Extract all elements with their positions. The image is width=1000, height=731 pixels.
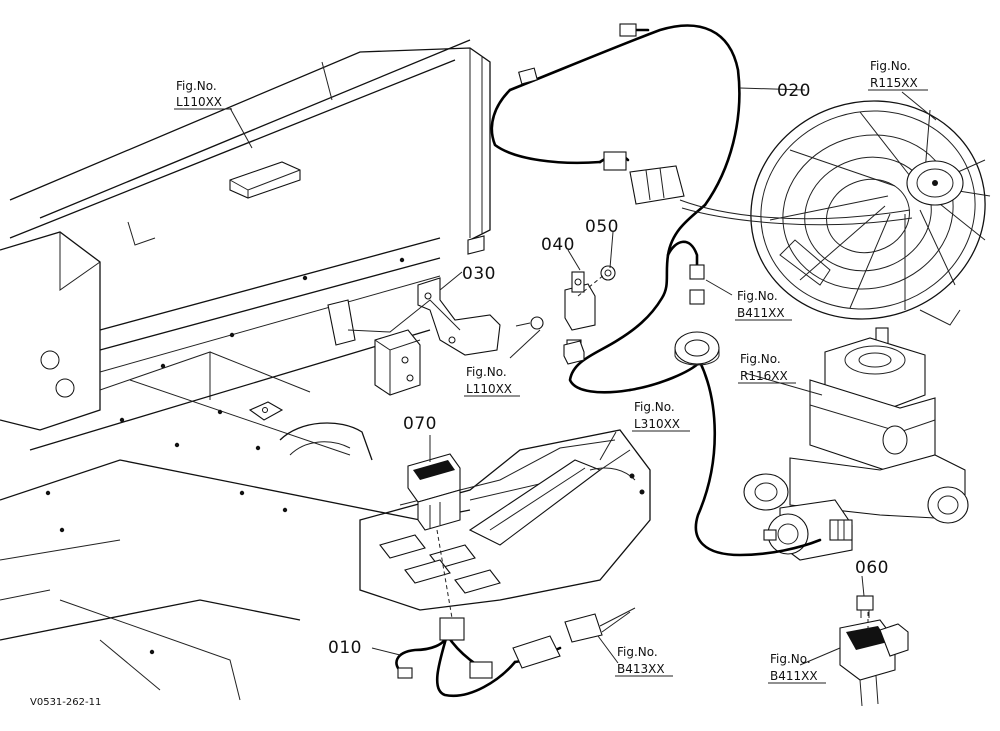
svg-text:L310XX: L310XX: [634, 417, 680, 431]
fig-ref-r116: Fig.No. R116XX: [740, 352, 788, 383]
fan-assembly: [750, 100, 991, 326]
svg-text:B411XX: B411XX: [737, 306, 785, 320]
hydraulic-pump: [743, 327, 969, 561]
part-number-070: 070: [403, 414, 437, 434]
fig-ref-b413: Fig.No. B413XX: [617, 645, 665, 676]
fig-ref-l110-mid: Fig.No. L110XX: [466, 365, 512, 396]
svg-text:Fig.No.: Fig.No.: [634, 400, 675, 414]
svg-text:Fig.No.: Fig.No.: [740, 352, 781, 366]
part-number-labels: 020 030 040 050 070 060 010: [328, 81, 889, 658]
nut-050: [600, 265, 616, 281]
drawing-code: V0531-262-11: [30, 697, 101, 708]
fig-ref-underlines: [174, 89, 928, 684]
bolt: [515, 316, 544, 330]
wire-harness-010: [395, 607, 636, 698]
part-number-050: 050: [585, 217, 619, 237]
svg-text:Fig.No.: Fig.No.: [770, 652, 811, 666]
svg-text:B413XX: B413XX: [617, 662, 665, 676]
part-number-040: 040: [541, 235, 575, 255]
fig-ref-b411-mid: Fig.No. B411XX: [737, 289, 785, 320]
fig-ref-r115: Fig.No. R115XX: [870, 59, 918, 90]
chassis-frame: [0, 39, 491, 701]
fig-ref-l110-top: Fig.No. L110XX: [176, 79, 222, 109]
svg-text:Fig.No.: Fig.No.: [466, 365, 507, 379]
fig-ref-l310: Fig.No. L310XX: [634, 400, 680, 431]
svg-text:B411XX: B411XX: [770, 669, 818, 683]
svg-text:R115XX: R115XX: [870, 76, 918, 90]
part-number-030: 030: [462, 264, 496, 284]
svg-text:Fig.No.: Fig.No.: [176, 79, 217, 93]
part-number-060: 060: [855, 558, 889, 578]
svg-text:L110XX: L110XX: [176, 95, 222, 109]
svg-text:Fig.No.: Fig.No.: [737, 289, 778, 303]
svg-text:Fig.No.: Fig.No.: [617, 645, 658, 659]
relay-060: [856, 595, 874, 618]
relay-040: [563, 271, 596, 365]
svg-text:R116XX: R116XX: [740, 369, 788, 383]
lever-console: [359, 429, 651, 611]
part-number-010: 010: [328, 638, 362, 658]
figure-reference-labels: Fig.No. L110XX Fig.No. R115XX Fig.No. B4…: [176, 59, 918, 683]
assembly-lines: [436, 274, 869, 630]
grommet: [674, 331, 720, 366]
bracket-030: [327, 277, 501, 396]
switch-070: [407, 453, 461, 531]
fig-ref-b411-bot: Fig.No. B411XX: [770, 652, 818, 683]
relay-socket: [839, 619, 909, 707]
leader-lines: [229, 87, 937, 666]
svg-text:Fig.No.: Fig.No.: [870, 59, 911, 73]
part-number-020: 020: [777, 81, 811, 101]
svg-text:L110XX: L110XX: [466, 382, 512, 396]
